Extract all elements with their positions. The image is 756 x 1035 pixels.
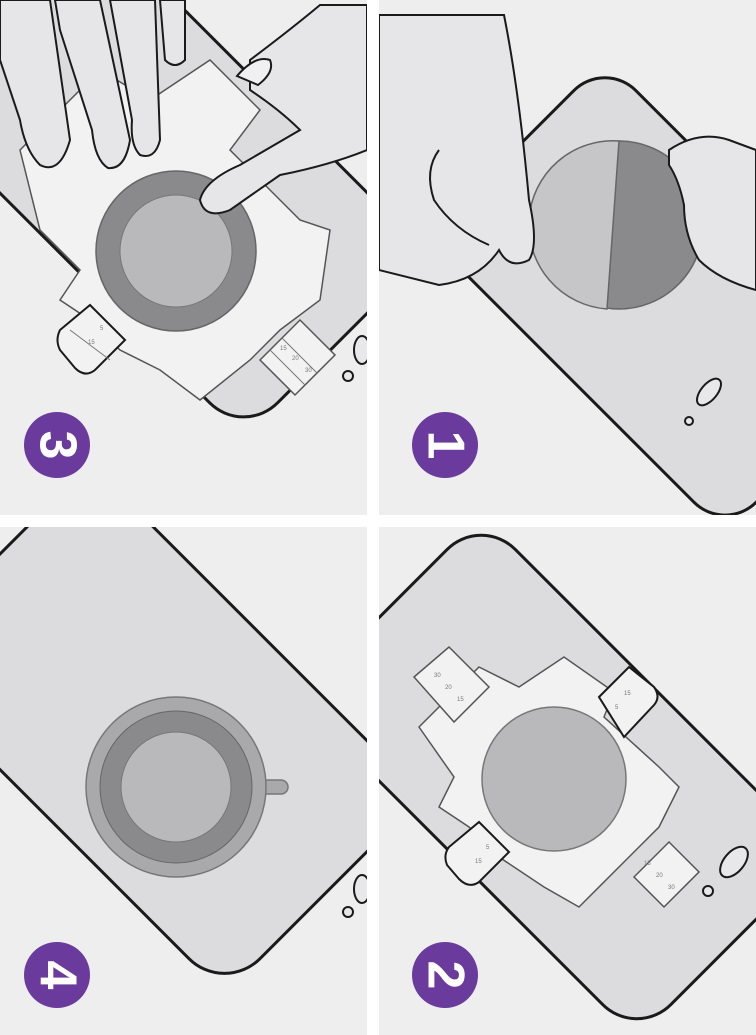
step-number: 4	[31, 961, 83, 990]
tick-label: 20	[445, 685, 452, 691]
camera-sensor-icon	[343, 907, 353, 917]
step-badge: 4	[24, 942, 90, 1008]
camera-lens-icon	[354, 336, 367, 364]
step-badge: 2	[412, 942, 478, 1008]
tick-label: 15	[457, 697, 464, 703]
step-badge: 1	[412, 412, 478, 478]
camera-lens-icon	[354, 875, 367, 903]
hand-left	[379, 15, 534, 285]
tick-label: 15	[644, 861, 651, 867]
magnetic-disc	[482, 707, 626, 851]
step-1-panel: 1	[379, 0, 756, 515]
tick-label: 20	[656, 873, 663, 879]
step-number: 3	[31, 431, 83, 460]
tick-label: 30	[305, 368, 312, 374]
step-2-panel: 30 20 15 15 5 5 15 15 20 30 2	[379, 527, 756, 1035]
camera-sensor-icon	[703, 886, 713, 896]
tick-label: 15	[624, 691, 631, 697]
tick-label: 15	[475, 859, 482, 865]
tick-label: 30	[434, 673, 441, 679]
step-badge: 3	[24, 412, 90, 478]
camera-sensor-icon	[685, 417, 693, 425]
step-number: 2	[419, 961, 471, 990]
tick-label: 30	[668, 885, 675, 891]
tick-label: 15	[88, 340, 95, 346]
step-4-panel: 4	[0, 527, 367, 1035]
step-3-panel: 5 15 15 20 30 3	[0, 0, 367, 515]
camera-sensor-icon	[343, 371, 353, 381]
tick-label: 20	[292, 356, 299, 362]
step-number: 1	[419, 431, 471, 460]
ring-center	[121, 732, 231, 842]
tick-label: 15	[280, 346, 287, 352]
